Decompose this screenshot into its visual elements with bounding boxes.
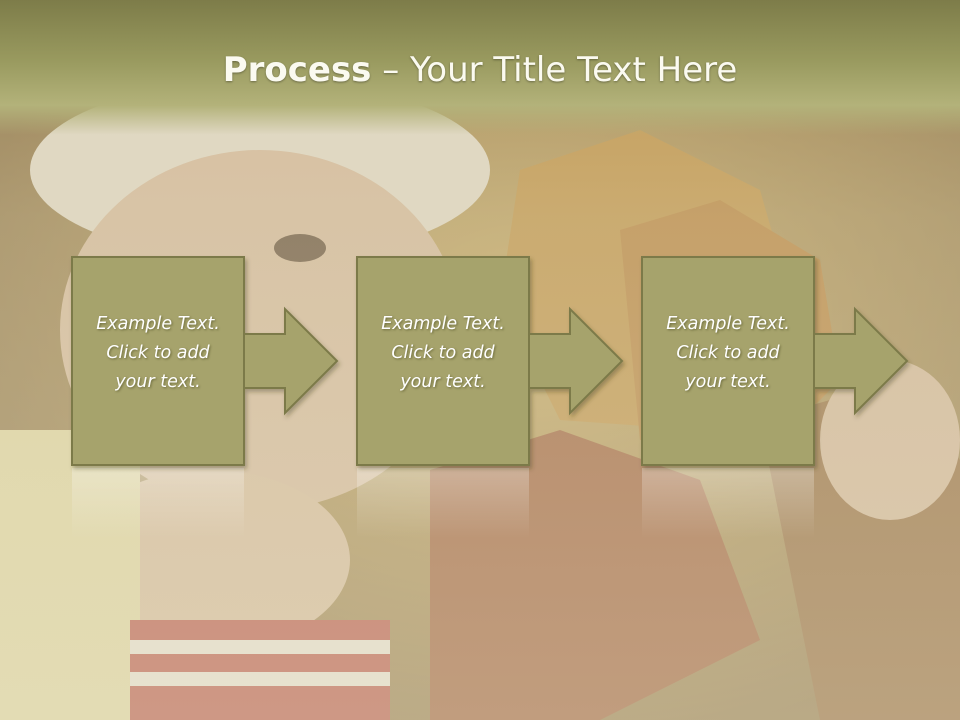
step-3-text[interactable]: Example Text. Click to add your text. bbox=[642, 310, 814, 397]
step-1-line-3: your text. bbox=[115, 372, 201, 392]
step-1-box[interactable] bbox=[71, 256, 245, 466]
step-1[interactable] bbox=[71, 256, 339, 466]
step-2-line-1: Example Text. bbox=[381, 314, 505, 334]
step-3-arrow[interactable] bbox=[813, 306, 909, 416]
step-3-reflection bbox=[642, 468, 814, 538]
step-2-box[interactable] bbox=[356, 256, 530, 466]
step-3-box[interactable] bbox=[641, 256, 815, 466]
step-2-line-2: Click to add bbox=[391, 343, 495, 363]
step-2-line-3: your text. bbox=[400, 372, 486, 392]
step-1-line-1: Example Text. bbox=[96, 314, 220, 334]
step-1-line-2: Click to add bbox=[106, 343, 210, 363]
step-1-text[interactable]: Example Text. Click to add your text. bbox=[72, 310, 244, 397]
title-rest: – Your Title Text Here bbox=[371, 50, 738, 90]
title-bold: Process bbox=[222, 50, 372, 90]
step-3-line-2: Click to add bbox=[676, 343, 780, 363]
step-1-reflection bbox=[72, 468, 244, 538]
step-2-text[interactable]: Example Text. Click to add your text. bbox=[357, 310, 529, 397]
step-2-arrow[interactable] bbox=[528, 306, 624, 416]
step-2[interactable] bbox=[356, 256, 624, 466]
title-bar bbox=[0, 0, 960, 135]
slide-title[interactable]: Process – Your Title Text Here bbox=[0, 50, 960, 90]
step-1-arrow[interactable] bbox=[243, 306, 339, 416]
step-3-line-1: Example Text. bbox=[666, 314, 790, 334]
step-3[interactable] bbox=[641, 256, 909, 466]
step-3-line-3: your text. bbox=[685, 372, 771, 392]
step-2-reflection bbox=[357, 468, 529, 538]
